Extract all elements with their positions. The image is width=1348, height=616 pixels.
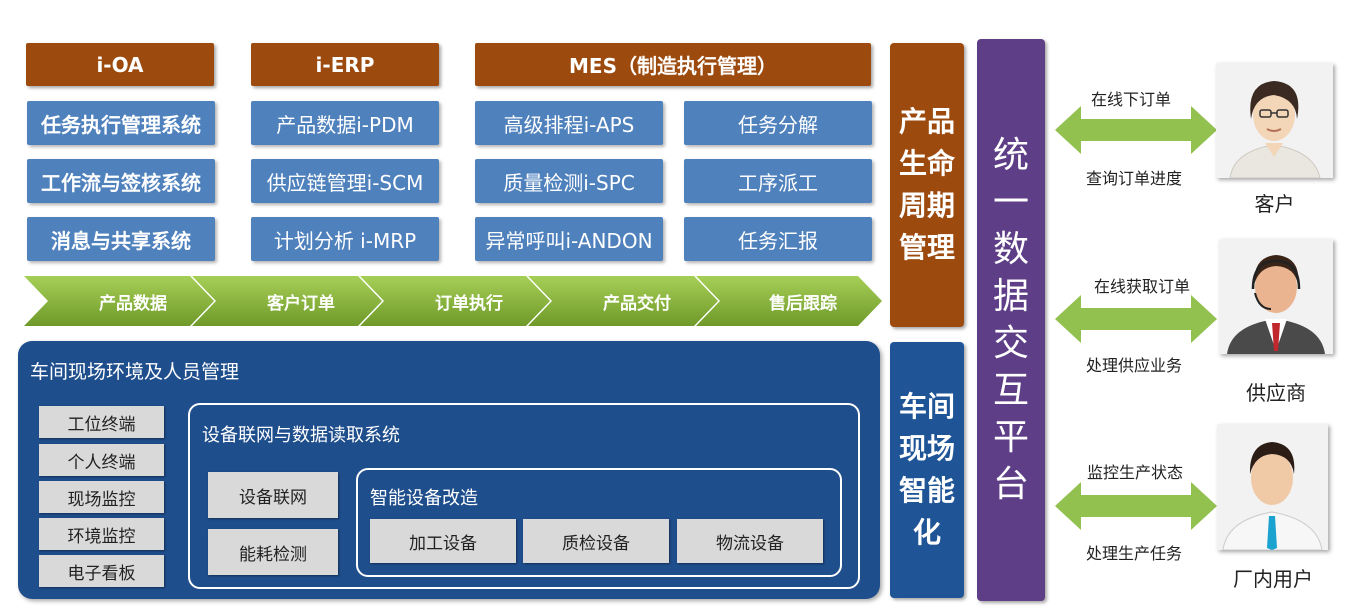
factory-user-avatar [1217, 424, 1328, 551]
actor-top-label: 在线获取订单 [1093, 277, 1190, 296]
platform-char: 互 [992, 370, 1029, 411]
flow-step-label: 售后跟踪 [769, 293, 837, 314]
platform-char: 平 [992, 417, 1029, 458]
ioa-item: 工作流与签核系统 [27, 159, 215, 203]
shopfloor-line: 现场 [898, 432, 955, 465]
plm-box: 产品 生命 周期 管理 [890, 43, 964, 327]
staff-uniform-icon [1222, 442, 1323, 551]
smart-equip-item: 质检设备 [523, 519, 669, 563]
header-ierp: i-ERP [251, 43, 439, 86]
workshop-item: 现场监控 [39, 481, 164, 513]
actor-bottom-label: 查询订单进度 [1085, 169, 1182, 188]
ierp-item: 计划分析 i-MRP [251, 217, 439, 261]
flow-step: 产品交付 [528, 276, 718, 326]
flow-step-label: 产品数据 [99, 293, 167, 314]
plm-line: 产品 [898, 105, 955, 138]
flow-step-label: 产品交付 [603, 293, 671, 314]
actor-bottom-label: 处理供应业务 [1085, 356, 1182, 375]
netsys-item: 能耗检测 [208, 529, 338, 575]
workshop-item: 电子看板 [39, 555, 164, 587]
shopfloor-line: 化 [912, 516, 941, 549]
platform-char: 数 [992, 229, 1029, 270]
smart-equip-item: 物流设备 [677, 519, 823, 563]
flow-step: 产品数据 [24, 276, 214, 326]
ierp-item: 供应链管理i-SCM [251, 159, 439, 203]
businessman-headset-icon [1227, 255, 1325, 354]
platform-char: 台 [992, 464, 1029, 505]
mes-item: 工序派工 [684, 159, 872, 203]
platform-char: 交 [992, 323, 1029, 364]
actor-name: 客户 [1254, 192, 1295, 216]
workshop-item: 工位终端 [39, 406, 164, 438]
plm-line: 生命 [898, 147, 955, 180]
platform-char: 据 [992, 276, 1029, 317]
double-arrow [1055, 106, 1217, 154]
actor-name: 厂内用户 [1233, 567, 1313, 591]
platform-char: 一 [992, 182, 1029, 223]
workshop-item: 个人终端 [39, 444, 164, 476]
header-ioa: i-OA [26, 43, 214, 86]
woman-portrait-icon [1229, 81, 1321, 179]
header-mes: MES（制造执行管理） [475, 43, 871, 86]
actor-bottom-label: 处理生产任务 [1085, 544, 1182, 563]
ioa-item: 消息与共享系统 [27, 217, 215, 261]
platform-char: 统 [992, 135, 1029, 176]
smart-equip-title: 智能设备改造 [370, 488, 478, 509]
flow-chevron-shape [696, 276, 882, 326]
workshop-title: 车间现场环境及人员管理 [30, 361, 240, 383]
smart-equip-frame: 智能设备改造 加工设备 质检设备 物流设备 [356, 468, 842, 577]
customer-avatar [1216, 63, 1333, 179]
double-arrow [1055, 295, 1217, 343]
workshop-item: 环境监控 [39, 518, 164, 550]
ierp-item: 产品数据i-PDM [251, 101, 439, 145]
mes-item: 异常呼叫i-ANDON [475, 217, 663, 261]
flow-step-label: 订单执行 [435, 293, 503, 314]
flow-chevron-shape [192, 276, 382, 326]
netsys-frame: 设备联网与数据读取系统 设备联网 能耗检测 智能设备改造 加工设备 质检设备 物… [188, 403, 860, 589]
workshop-panel: 车间现场环境及人员管理 工位终端 个人终端 现场监控 环境监控 电子看板 设备联… [18, 341, 880, 599]
flow-step: 订单执行 [360, 276, 550, 326]
shopfloor-smart-box: 车间 现场 智能 化 [890, 342, 964, 598]
actor-name: 供应商 [1246, 381, 1306, 405]
flow-chevron-shape [528, 276, 718, 326]
mes-item: 高级排程i-APS [475, 101, 663, 145]
ioa-item: 任务执行管理系统 [27, 101, 215, 145]
smart-equip-item: 加工设备 [370, 519, 516, 563]
flow-chevron-shape [360, 276, 550, 326]
plm-line: 管理 [898, 231, 955, 264]
flow-step: 客户订单 [192, 276, 382, 326]
mes-item: 质量检测i-SPC [475, 159, 663, 203]
mes-item: 任务汇报 [684, 217, 872, 261]
flow-step: 售后跟踪 [696, 276, 882, 326]
netsys-title: 设备联网与数据读取系统 [202, 425, 400, 446]
actor-top-label: 在线下订单 [1090, 90, 1171, 109]
flow-chevron-shape [24, 276, 214, 326]
shopfloor-line: 智能 [898, 474, 955, 507]
supplier-avatar [1219, 239, 1333, 354]
flow-step-label: 客户订单 [267, 293, 335, 314]
netsys-item: 设备联网 [208, 472, 338, 518]
shopfloor-line: 车间 [898, 390, 955, 423]
data-platform-box: 统 一 数 据 交 互 平 台 [977, 39, 1045, 601]
actor-top-label: 监控生产状态 [1086, 463, 1183, 482]
double-arrow [1055, 482, 1217, 530]
plm-line: 周期 [898, 189, 955, 222]
mes-item: 任务分解 [684, 101, 872, 145]
